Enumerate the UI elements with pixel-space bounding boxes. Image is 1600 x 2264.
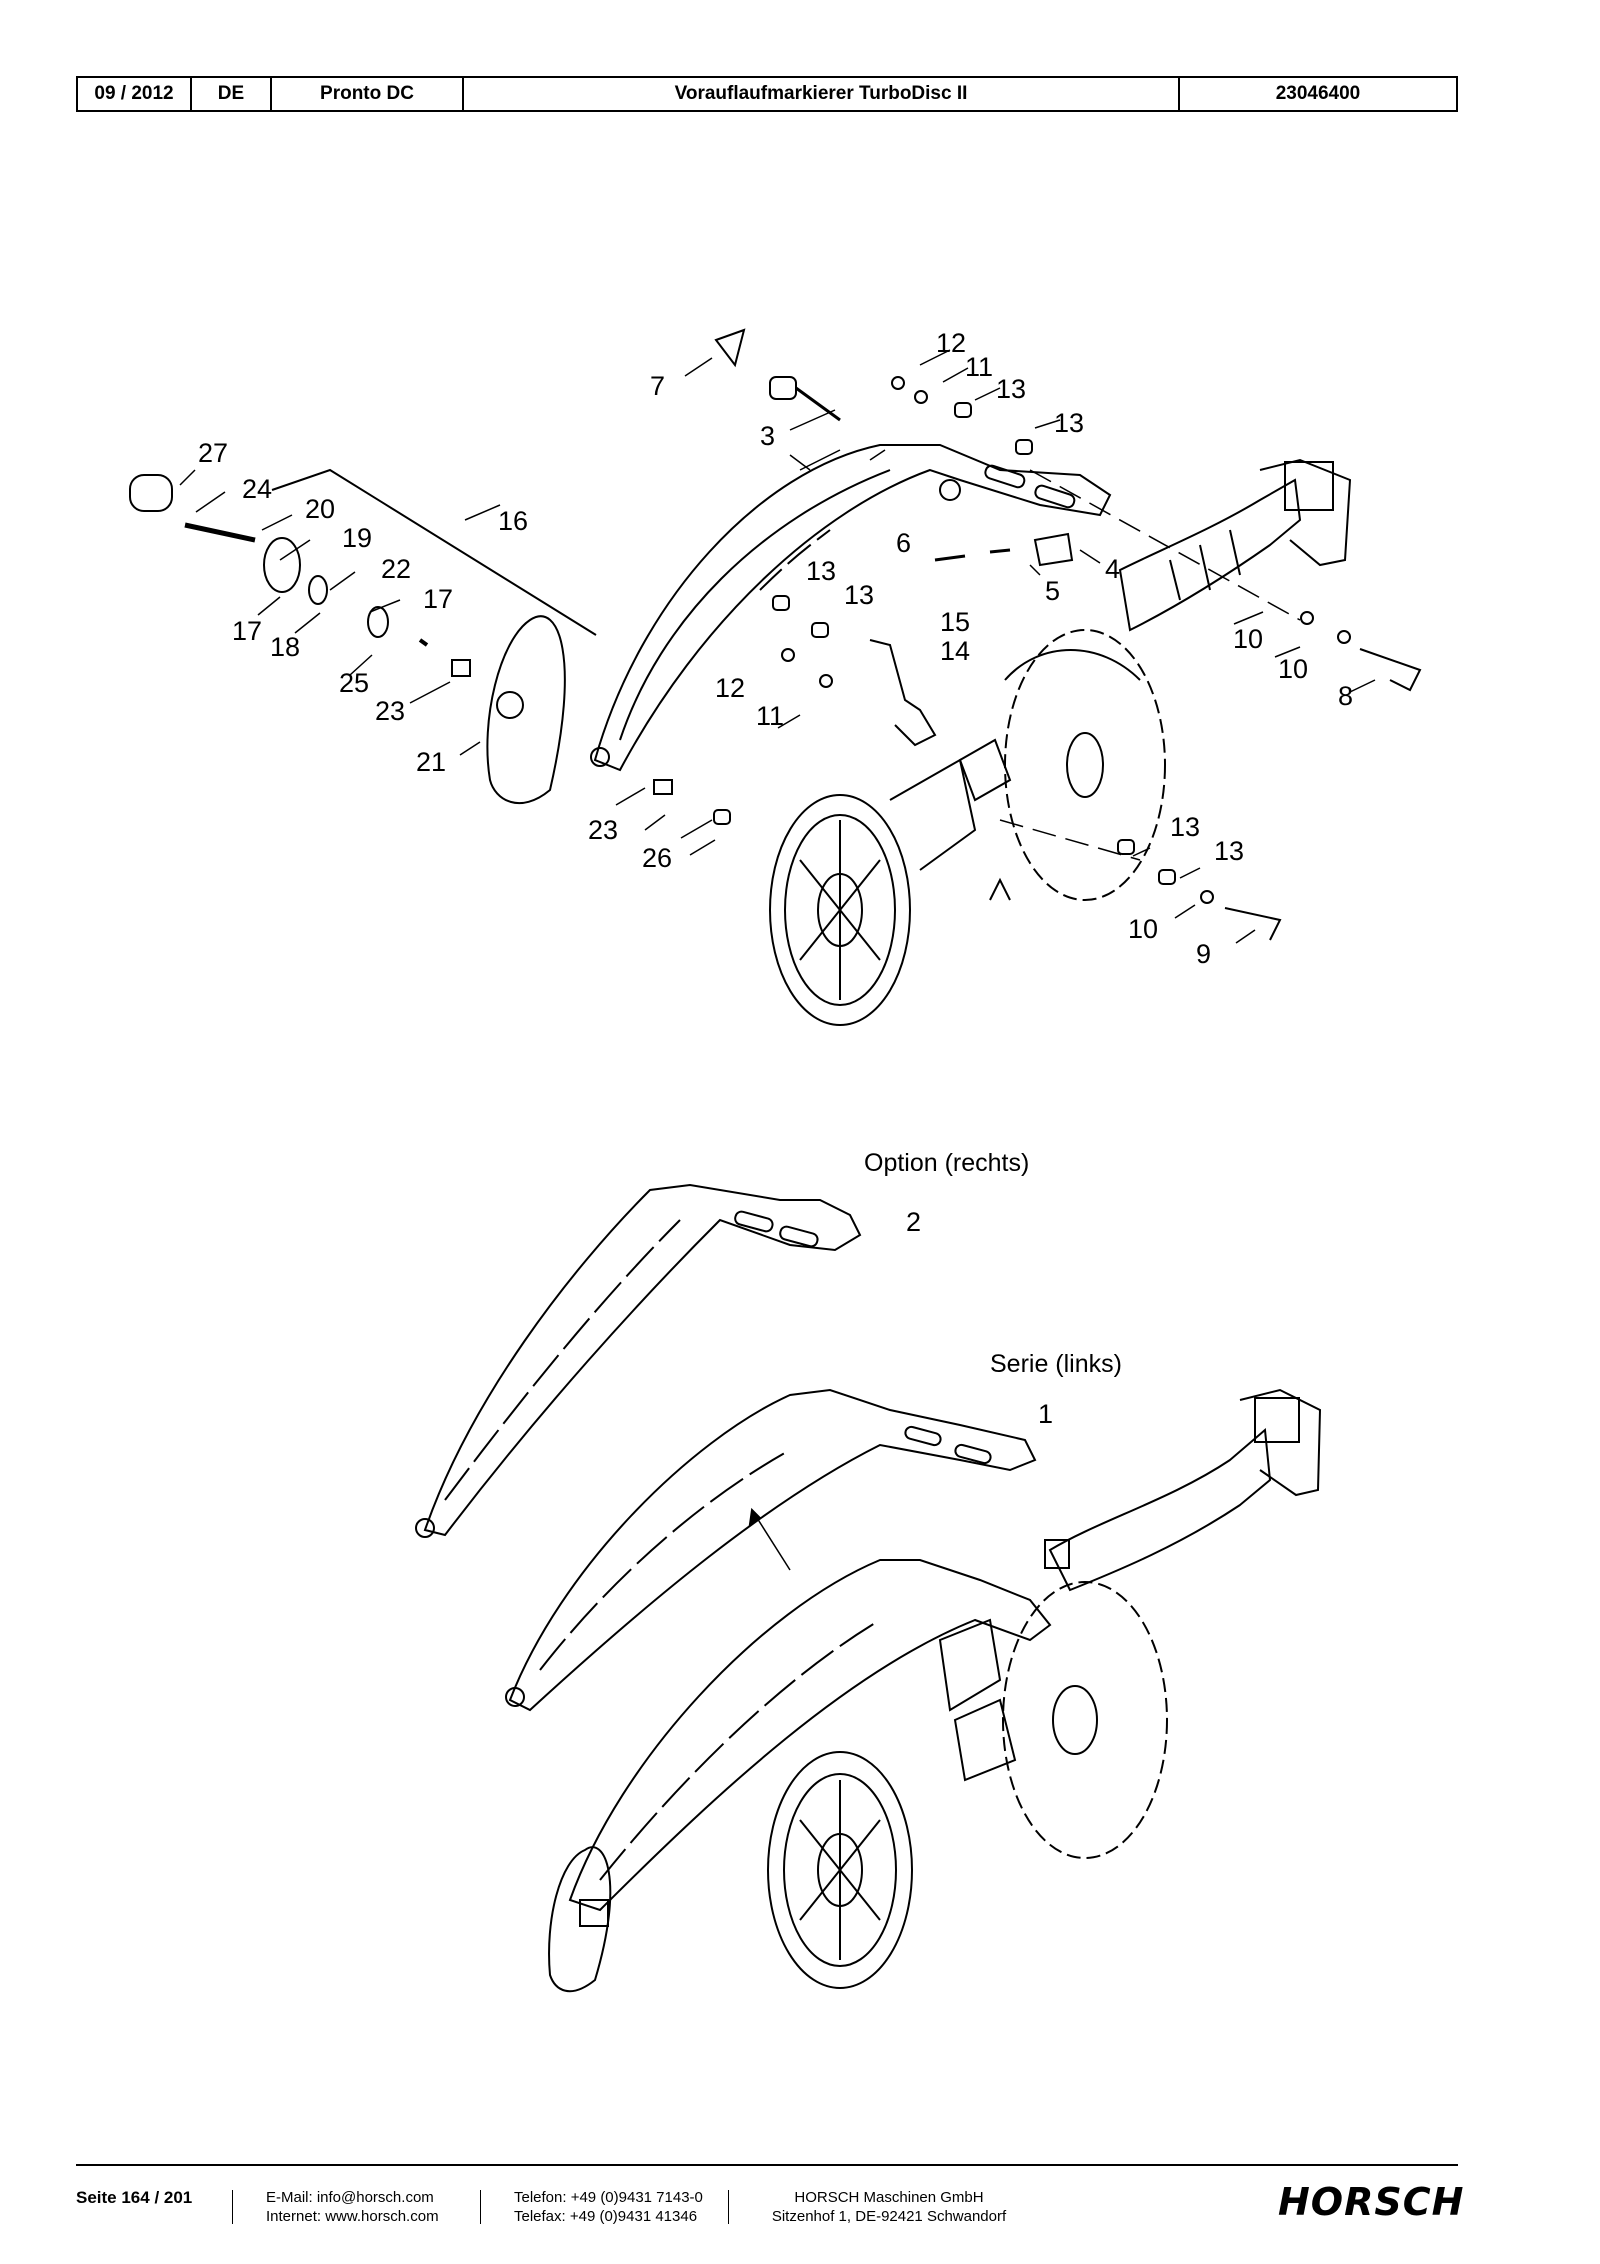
- callout-10b: 10: [1278, 654, 1308, 684]
- callout-27: 27: [198, 438, 228, 468]
- footer-divider: [728, 2190, 729, 2224]
- header-part-number: 23046400: [1275, 83, 1361, 104]
- callout-12a: 12: [936, 328, 966, 358]
- callout-7: 7: [650, 371, 665, 401]
- callout-23b: 23: [588, 815, 618, 845]
- header-title: Vorauflaufmarkierer TurboDisc II: [464, 78, 1180, 110]
- callout-11b: 11: [756, 701, 784, 731]
- callout-4: 4: [1105, 554, 1120, 584]
- callout-16: 16: [498, 506, 528, 536]
- callout-17b: 17: [423, 584, 453, 614]
- callout-13b: 13: [1054, 408, 1084, 438]
- header-language: DE: [192, 78, 272, 110]
- footer: Seite 164 / 201 E-Mail: info@horsch.com …: [0, 2180, 1600, 2240]
- callout-13a: 13: [996, 374, 1026, 404]
- callout-15: 15: [940, 607, 970, 637]
- callout-12b: 12: [715, 673, 745, 703]
- callouts: 1 2 3 4 5 6 7 8 9 10 10 10 11 11 12 12 1…: [198, 328, 1353, 1429]
- callout-6: 6: [896, 528, 911, 558]
- header-machine: Pronto DC: [272, 78, 464, 110]
- callout-14: 14: [940, 636, 970, 666]
- caption-option: Option (rechts): [864, 1149, 1029, 1177]
- footer-telefax: Telefax: +49 (0)9431 41346: [514, 2208, 698, 2225]
- callout-24: 24: [242, 474, 272, 504]
- header-table: 09 / 2012 DE Pronto DC Vorauflaufmarkier…: [76, 76, 1458, 112]
- callout-26: 26: [642, 843, 672, 873]
- footer-divider: [480, 2190, 481, 2224]
- callout-25: 25: [339, 668, 369, 698]
- callout-3: 3: [760, 421, 775, 451]
- callout-11a: 11: [965, 352, 993, 382]
- callout-22: 22: [381, 554, 411, 584]
- callout-19: 19: [342, 523, 372, 553]
- footer-telefon: Telefon: +49 (0)9431 7143-0: [514, 2189, 703, 2206]
- footer-divider: [232, 2190, 233, 2224]
- assembled-view: [415, 1183, 1322, 1993]
- callout-2: 2: [906, 1207, 921, 1237]
- footer-internet: Internet: www.horsch.com: [266, 2208, 439, 2225]
- callout-1: 1: [1038, 1399, 1053, 1429]
- callout-13e: 13: [1170, 812, 1200, 842]
- callout-8: 8: [1338, 681, 1353, 711]
- footer-street: Sitzenhof 1, DE-92421 Schwandorf: [771, 2208, 1007, 2225]
- callout-17a: 17: [232, 616, 262, 646]
- callout-9: 9: [1196, 939, 1211, 969]
- callout-21: 21: [416, 747, 446, 777]
- footer-contact-phone: Telefon: +49 (0)9431 7143-0 Telefax: +49…: [514, 2188, 703, 2226]
- footer-company: HORSCH Maschinen GmbH: [794, 2189, 984, 2206]
- callout-10a: 10: [1233, 624, 1263, 654]
- callout-13c: 13: [806, 556, 836, 586]
- exploded-view: [129, 328, 1422, 1026]
- callout-20: 20: [305, 494, 335, 524]
- callout-23a: 23: [375, 696, 405, 726]
- footer-email: E-Mail: info@horsch.com: [266, 2189, 434, 2206]
- callout-13d: 13: [844, 580, 874, 610]
- callout-10c: 10: [1128, 914, 1158, 944]
- callout-18: 18: [270, 632, 300, 662]
- callout-13f: 13: [1214, 836, 1244, 866]
- callout-5: 5: [1045, 576, 1060, 606]
- horsch-logo: HORSCH: [1278, 2180, 1465, 2224]
- footer-address: HORSCH Maschinen GmbH Sitzenhof 1, DE-92…: [764, 2188, 1014, 2226]
- header-date: 09 / 2012: [78, 78, 192, 110]
- page-number: Seite 164 / 201: [76, 2188, 193, 2207]
- caption-serie: Serie (links): [990, 1350, 1122, 1378]
- footer-contact-web: E-Mail: info@horsch.com Internet: www.ho…: [266, 2188, 439, 2226]
- footer-rule: [76, 2164, 1458, 2166]
